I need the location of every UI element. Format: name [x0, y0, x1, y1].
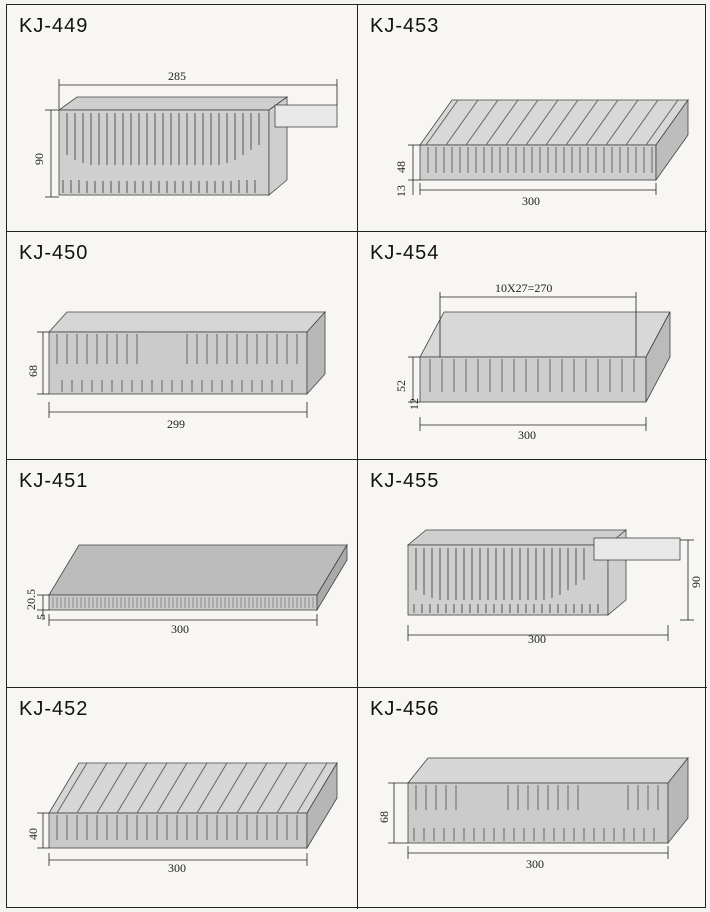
dim-base: 12 [407, 398, 421, 410]
panel-title: KJ-455 [370, 470, 440, 492]
heatsink-drawing: 68 300 [377, 756, 689, 871]
panel-kj-449: KJ-449 285 90 [7, 5, 358, 232]
heatsink-drawing: 40 300 [26, 761, 338, 875]
dim-height: 40 [26, 828, 40, 840]
dim-width: 285 [168, 69, 186, 83]
heatsink-drawing: 10X27=270 52 12 300 [394, 281, 671, 442]
heatsink-drawing: 20.5 5 300 [24, 543, 348, 636]
dim-width: 300 [522, 194, 540, 208]
dim-width: 300 [526, 857, 544, 871]
dim-height: 90 [689, 576, 703, 588]
dim-height: 52 [394, 380, 408, 392]
panel-title: KJ-454 [370, 242, 440, 264]
dim-pitch: 10X27=270 [495, 281, 552, 295]
dim-width: 300 [528, 632, 546, 646]
catalog-sheet: KJ-449 285 90 KJ- [6, 4, 707, 909]
dim-height: 20.5 [24, 589, 38, 610]
panel-kj-456: KJ-456 68 300 [358, 688, 707, 909]
dim-height: 68 [377, 811, 391, 823]
dim-width: 300 [171, 622, 189, 636]
panel-title: KJ-451 [19, 470, 89, 492]
dim-height: 48 [394, 161, 408, 173]
heatsink-drawing: 48 13 300 [394, 98, 689, 208]
panel-kj-454: KJ-454 10X27=270 52 [358, 232, 707, 460]
panel-kj-452: KJ-452 40 300 [7, 688, 358, 909]
panel-title: KJ-456 [370, 698, 440, 720]
panel-title: KJ-449 [19, 15, 89, 37]
dim-width: 300 [518, 428, 536, 442]
heatsink-drawing: 90 300 [406, 529, 703, 646]
heatsink-drawing: 68 299 [26, 310, 326, 431]
panel-kj-450: KJ-450 68 299 [7, 232, 358, 460]
dim-height: 90 [32, 153, 46, 165]
heatsink-drawing: 285 90 [32, 69, 338, 198]
panel-kj-455: KJ-455 90 300 [358, 460, 707, 688]
dim-width: 299 [167, 417, 185, 431]
dim-base: 13 [394, 185, 408, 197]
dim-base: 5 [34, 614, 48, 620]
panel-kj-453: KJ-453 48 13 300 [358, 5, 707, 232]
dim-height: 68 [26, 365, 40, 377]
panel-title: KJ-452 [19, 698, 89, 720]
panel-title: KJ-450 [19, 242, 89, 264]
dim-width: 300 [168, 861, 186, 875]
panel-kj-451: KJ-451 20.5 5 300 [7, 460, 358, 688]
panel-title: KJ-453 [370, 15, 440, 37]
